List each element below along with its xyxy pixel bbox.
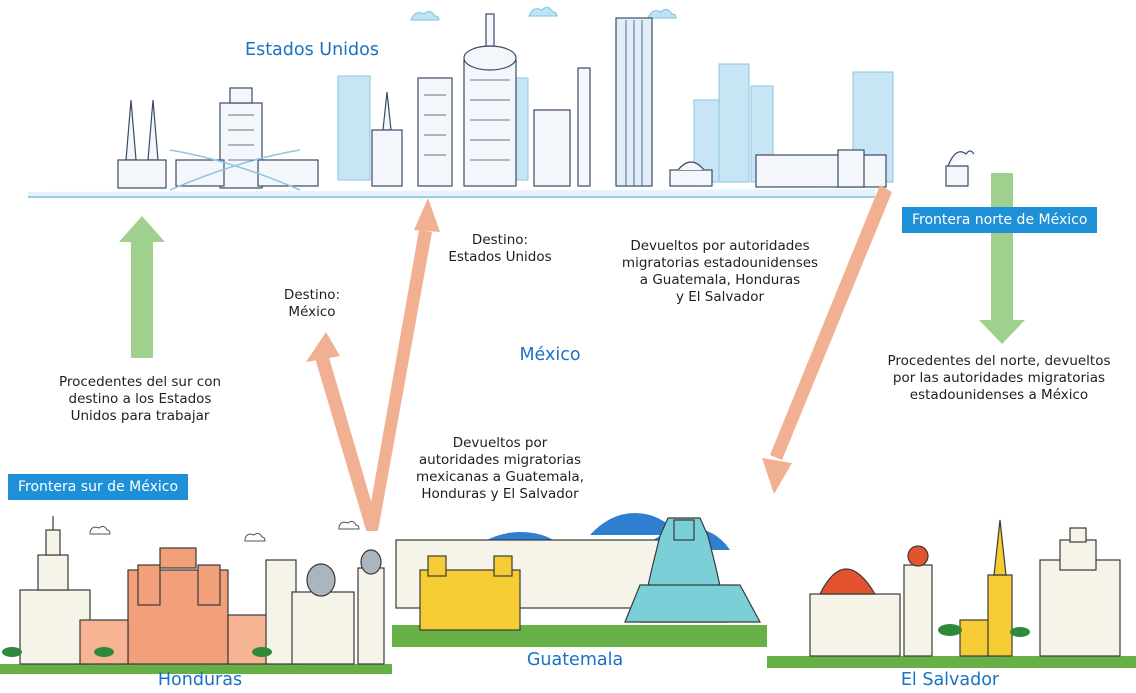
label-line: y El Salvador — [675, 289, 765, 305]
arrow-salmon — [306, 185, 892, 531]
label-line: Destino: — [471, 232, 529, 248]
arrow-up-green — [119, 216, 165, 358]
label-line: Estados Unidos — [448, 249, 552, 265]
label-line: México — [288, 304, 336, 320]
place-label-el-salvador: El Salvador — [900, 670, 1000, 690]
place-label-guatemala: Guatemala — [526, 650, 624, 670]
badge-north-border: Frontera norte de México — [902, 207, 1098, 233]
label-dest-mexico: Destino: México — [262, 287, 362, 321]
label-returned-by-us: Devueltos por autoridades migratorias es… — [600, 238, 840, 306]
place-label-mexico: México — [519, 345, 581, 365]
label-line: por las autoridades migratorias — [892, 370, 1106, 386]
label-line: Unidos para trabajar — [70, 408, 210, 424]
label-line: autoridades migratorias — [418, 452, 582, 468]
label-line: mexicanas a Guatemala, — [416, 469, 584, 485]
cloud-icon — [410, 6, 677, 21]
usa-skyline — [28, 13, 975, 198]
label-line: Procedentes del sur con — [58, 374, 222, 390]
guatemala-skyline — [392, 513, 767, 647]
place-label-usa: Estados Unidos — [245, 40, 379, 60]
honduras-skyline — [0, 516, 392, 674]
label-line: Devueltos por — [452, 435, 548, 451]
label-returned-by-mx: Devueltos por autoridades migratorias me… — [400, 435, 600, 503]
label-line: Devueltos por autoridades — [630, 238, 810, 254]
arrow-down-green — [979, 173, 1025, 344]
label-from-south: Procedentes del sur con destino a los Es… — [30, 374, 250, 425]
badge-south-border: Frontera sur de México — [8, 474, 189, 500]
label-line: Honduras y El Salvador — [421, 486, 579, 502]
label-from-north: Procedentes del norte, devueltos por las… — [866, 353, 1132, 404]
label-line: Procedentes del norte, devueltos — [887, 353, 1111, 369]
el-salvador-skyline — [767, 519, 1136, 668]
label-line: Destino: — [283, 287, 341, 303]
label-line: migratorias estadounidenses — [621, 255, 819, 271]
label-line: a Guatemala, Honduras — [639, 272, 801, 288]
small-cloud-icon — [89, 520, 360, 542]
label-dest-usa: Destino: Estados Unidos — [430, 232, 570, 266]
place-label-honduras: Honduras — [157, 670, 243, 690]
label-line: estadounidenses a México — [909, 387, 1089, 403]
label-line: destino a los Estados — [68, 391, 212, 407]
